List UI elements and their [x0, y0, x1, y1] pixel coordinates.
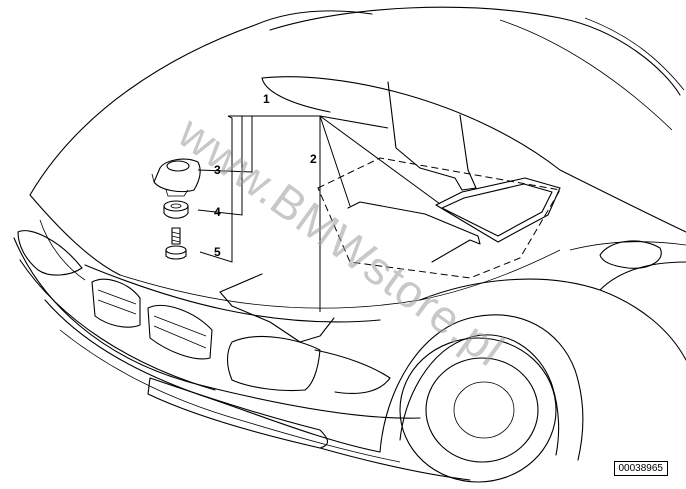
- callout-4: 4: [214, 205, 221, 219]
- screw-part: [165, 227, 187, 260]
- grommet-part: [163, 200, 189, 219]
- leader-lines: [197, 115, 441, 312]
- callout-1: 1: [263, 92, 270, 106]
- callout-2: 2: [310, 152, 317, 166]
- switch-part: [151, 158, 201, 197]
- reference-code: 00038965: [618, 463, 664, 474]
- watermark-logo: www.BMWstore.pl: [168, 105, 513, 376]
- callout-5: 5: [214, 245, 221, 259]
- wiring-harness: [219, 81, 561, 343]
- insulation-outline: [317, 157, 561, 279]
- car-body: [13, 6, 686, 483]
- reference-code-box: 00038965: [613, 461, 668, 476]
- callout-3: 3: [214, 163, 221, 177]
